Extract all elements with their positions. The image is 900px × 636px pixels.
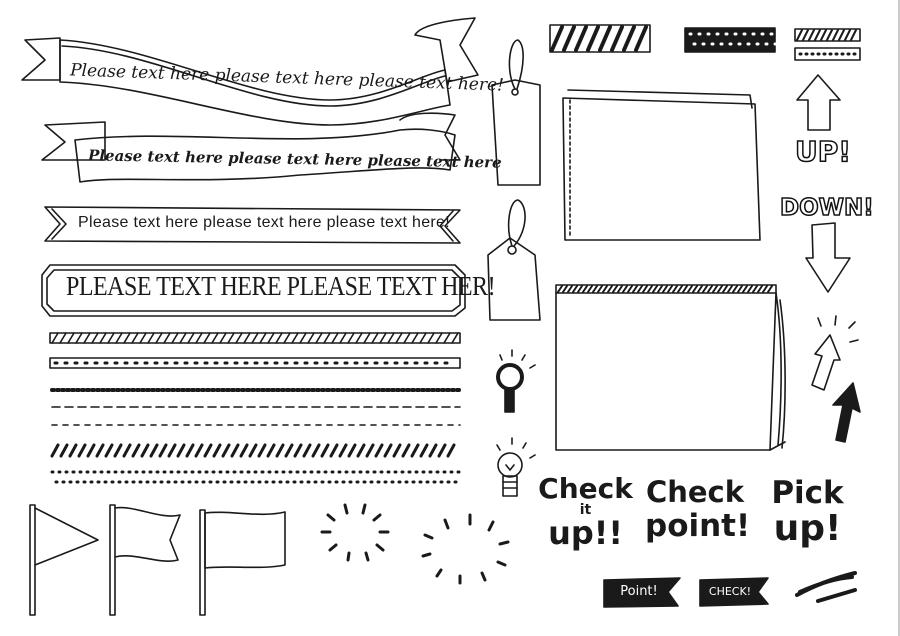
ribbon-banner-3	[44, 206, 461, 244]
down-label: DOWN!	[779, 194, 874, 222]
burst-ring-2	[421, 513, 510, 585]
down-arrow-icon	[805, 222, 851, 293]
lettering-line: point!	[645, 508, 751, 544]
lettering-line: it	[579, 502, 592, 518]
up-arrow-icon	[796, 74, 841, 131]
memo-paper	[562, 89, 761, 241]
pick-up-lettering: Pick up!	[760, 478, 855, 547]
burst-ring-1	[320, 503, 390, 562]
tag-2	[487, 199, 541, 321]
lettering-line: up!	[773, 508, 842, 549]
washi-tape-small-dotted	[794, 47, 861, 61]
washi-tape-striped	[549, 24, 651, 53]
lettering-line: Pick	[771, 475, 844, 511]
tag-1	[491, 39, 541, 186]
ribbon-banner-1	[21, 17, 479, 126]
slash-line	[50, 443, 456, 458]
flag-2	[109, 504, 181, 616]
ribbon-banner-4	[41, 264, 466, 317]
striped-border	[49, 332, 461, 344]
up-label: UP!	[794, 134, 852, 169]
lightbulb-icon	[496, 437, 536, 497]
washi-tape-dotted	[684, 27, 778, 53]
check-label: CHECK!	[708, 585, 752, 598]
lettering-line: up!!	[548, 514, 623, 552]
black-arrow-icon	[832, 382, 861, 443]
brush-strokes	[795, 571, 857, 603]
dotted-border	[49, 357, 461, 369]
check-point-lettering: Check point!	[645, 475, 751, 544]
notebook	[555, 284, 786, 451]
point-label-shape	[603, 577, 681, 608]
check-label-shape	[699, 577, 769, 607]
magnifier-bulb-icon	[496, 349, 536, 413]
lettering-line: Check	[645, 475, 745, 509]
banner-3-text: Please text here please text here please…	[78, 214, 450, 231]
banner-4-text: PLEASE TEXT HERE PLEASE TEXT HER!	[66, 271, 496, 302]
flag-3	[199, 509, 286, 616]
point-label: Point!	[620, 584, 658, 599]
flag-1	[29, 504, 99, 616]
washi-tape-small-striped	[794, 28, 861, 42]
check-it-up-lettering: Check it up!!	[538, 472, 633, 552]
dot-line	[50, 470, 462, 484]
ribbon-banner-2	[41, 112, 461, 183]
lettering-line: Check	[538, 472, 633, 505]
sparkle-arrow-icon	[811, 315, 859, 391]
